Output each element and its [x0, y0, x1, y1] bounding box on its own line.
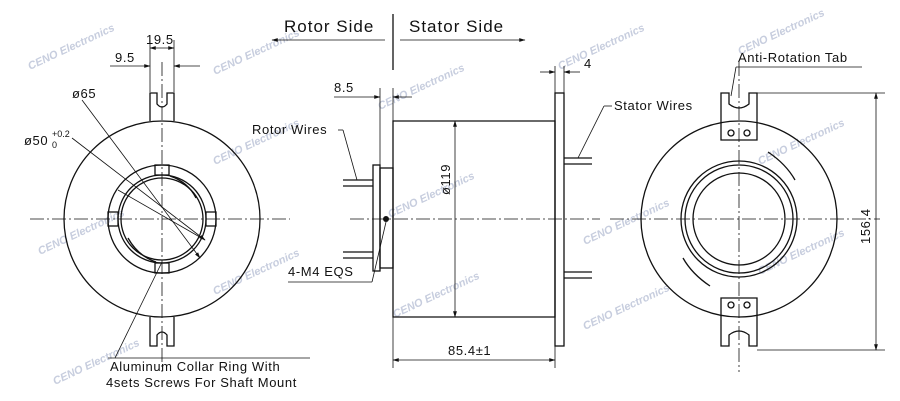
- bore-outer-circle: [680, 160, 798, 278]
- watermark-text: CENO Electronics: [756, 117, 846, 168]
- collar-note-line2: 4sets Screws For Shaft Mount: [106, 375, 297, 390]
- collar-note: Aluminum Collar Ring With 4sets Screws F…: [106, 261, 310, 390]
- stator-view-dimensions: 156.4 Anti-Rotation Tab: [730, 50, 885, 351]
- collar-screw-slot: [154, 262, 170, 274]
- collar-screw-slot: [107, 211, 119, 227]
- tab-screw: [727, 301, 735, 309]
- dim-tab-offset: 9.5: [115, 50, 135, 65]
- rotor-wires-label: Rotor Wires: [252, 122, 327, 137]
- collar-note-line1: Aluminum Collar Ring With: [110, 359, 280, 374]
- tab-screw: [743, 129, 751, 137]
- side-view-dimensions: 8.5 ø119 4 85.4±1: [334, 56, 592, 368]
- rotor-collar: [372, 164, 381, 272]
- mount-holes-label: 4-M4 EQS: [288, 264, 353, 279]
- dim-body-diameter: ø119: [438, 164, 453, 195]
- watermark-text: CENO Electronics: [581, 197, 671, 248]
- collar-screw-slot: [205, 211, 217, 227]
- tab-screw: [743, 301, 751, 309]
- tab-screw: [727, 129, 735, 137]
- watermark-text: CENO Electronics: [556, 22, 646, 73]
- stator-side-label: Stator Side: [409, 17, 504, 36]
- arc-slot: [127, 237, 157, 263]
- bore-inner-circle: [692, 172, 786, 266]
- dim-bore-diameter: ø50: [24, 133, 48, 148]
- outer-body-circle: [63, 120, 261, 318]
- stator-flange: [554, 92, 565, 347]
- dim-flange-thickness: 4: [584, 56, 592, 71]
- mount-hole-marker: [383, 216, 389, 222]
- bore-circle: [120, 177, 204, 261]
- arc-slot: [767, 151, 796, 181]
- watermark-text: CENO Electronics: [386, 170, 476, 221]
- stator-wires-label: Stator Wires: [614, 98, 693, 113]
- anti-rotation-tab-label: Anti-Rotation Tab: [738, 50, 848, 65]
- watermark-text: CENO Electronics: [36, 207, 126, 258]
- rotor-side-label: Rotor Side: [284, 17, 374, 36]
- stator-end-view: [610, 62, 880, 372]
- rotor-view-dimensions: 19.5 9.5 ø65 ø50 +0.2 0: [24, 32, 200, 150]
- side-header: Rotor Side Stator Side: [271, 14, 526, 70]
- dim-rotor-protrusion: 8.5: [334, 80, 354, 95]
- anti-rotation-tab: [149, 317, 175, 347]
- collar-screw-slot: [154, 164, 170, 176]
- rotor-end-view: [30, 62, 290, 372]
- side-view-callouts: Rotor Wires Stator Wires 4-M4 EQS: [252, 98, 693, 283]
- dim-outer-diameter: ø65: [72, 86, 96, 101]
- dim-body-length: 85.4±1: [448, 343, 491, 358]
- bore-mid-circle: [684, 164, 794, 274]
- arc-slot: [169, 175, 197, 199]
- watermark-text: CENO Electronics: [26, 22, 116, 73]
- side-view: [343, 92, 600, 347]
- anti-rotation-tab: [720, 297, 758, 347]
- dim-bore-tol-lower: 0: [52, 140, 57, 150]
- outer-body-circle: [640, 120, 838, 318]
- watermark-text: CENO Electronics: [581, 282, 671, 333]
- anti-rotation-tab: [720, 92, 758, 141]
- watermark-text: CENO Electronics: [391, 270, 481, 321]
- anti-rotation-tab: [149, 92, 175, 121]
- watermark-text: CENO Electronics: [376, 62, 466, 113]
- dim-overall-height: 156.4: [858, 208, 873, 244]
- dim-bore-tol-upper: +0.2: [52, 129, 70, 139]
- dim-collar-width: 19.5: [146, 32, 174, 47]
- arc-slot: [682, 257, 711, 287]
